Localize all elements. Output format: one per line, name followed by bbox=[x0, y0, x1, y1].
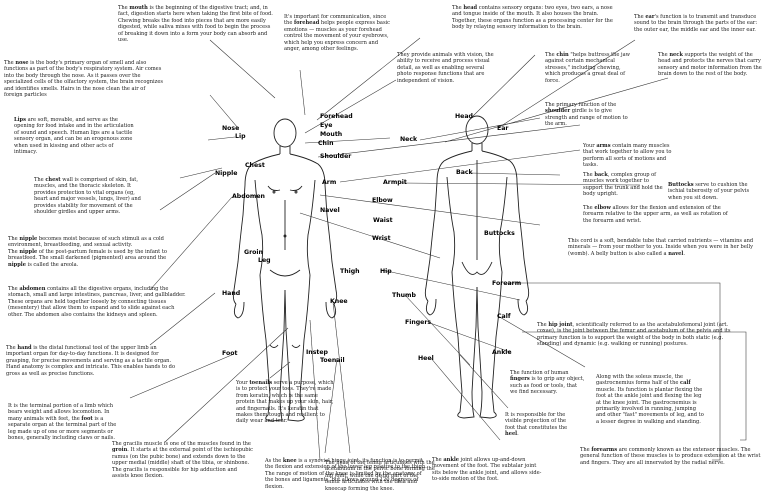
label-forearm: Forearm bbox=[492, 280, 522, 287]
label-nose: Nose bbox=[222, 125, 240, 132]
label-neck: Neck bbox=[400, 136, 418, 143]
label-heel: Heel bbox=[418, 355, 434, 362]
note-nose: The nose is the body's primary organ of … bbox=[4, 60, 163, 99]
note-forehead: It's important for communication, since … bbox=[284, 14, 391, 53]
label-toenail: Toenail bbox=[320, 357, 345, 364]
label-thigh: Thigh bbox=[340, 268, 360, 275]
back-body-outline bbox=[424, 115, 530, 419]
label-buttocks: Buttocks bbox=[484, 230, 515, 237]
note-neck: The neck supports the weight of the head… bbox=[658, 52, 762, 78]
note-back: The back, complex group of muscles work … bbox=[583, 172, 663, 198]
label-ankle: Ankle bbox=[492, 349, 512, 356]
note-lips: Lips are soft, movable, and serve as the… bbox=[14, 117, 134, 156]
label-ear: Ear bbox=[497, 125, 509, 132]
note-eye: They provide animals with vision, the ab… bbox=[397, 52, 494, 84]
label-chest: Chest bbox=[245, 162, 265, 169]
note-shoulder: The primary function of the shoulder gir… bbox=[545, 102, 628, 128]
note-heel: It is responsible for the visible projec… bbox=[505, 412, 568, 438]
front-body-outline bbox=[232, 118, 338, 422]
label-eye: Eye bbox=[320, 122, 333, 129]
note-foot: It is the terminal portion of a limb whi… bbox=[8, 403, 117, 442]
label-wrist: Wrist bbox=[372, 235, 391, 242]
label-shoulder: Shoulder bbox=[320, 153, 352, 160]
label-back: Back bbox=[456, 169, 473, 176]
label-fingers: Fingers bbox=[405, 319, 432, 326]
label-abdomen: Abdomen bbox=[232, 193, 265, 200]
label-lip: Lip bbox=[235, 133, 246, 140]
note-nipple: The nipple becomes moist because of such… bbox=[8, 236, 167, 268]
label-nipple: Nipple bbox=[215, 170, 238, 177]
connector-lines bbox=[129, 37, 747, 461]
label-calf: Calf bbox=[497, 313, 511, 320]
note-chest: The chest wall is comprised of skin, fat… bbox=[34, 177, 141, 216]
label-mouth: Mouth bbox=[320, 131, 343, 138]
label-leg: Leg bbox=[258, 257, 271, 264]
note-buttocks: Buttocks serve to cushion the ischial tu… bbox=[668, 182, 750, 201]
label-hip: Hip bbox=[380, 268, 392, 275]
label-head: Head bbox=[455, 113, 473, 120]
note-fingers: The function of human fingers is to grip… bbox=[510, 370, 585, 396]
label-foot: Foot bbox=[222, 350, 238, 357]
note-navel: This cord is a soft, bendable tube that … bbox=[568, 238, 754, 257]
note-groin: The gracilis muscle is one of the muscle… bbox=[112, 441, 254, 480]
label-waist: Waist bbox=[373, 217, 393, 224]
label-armpit: Armpit bbox=[383, 179, 407, 186]
note-chin: The chin "helps buttress the jaw against… bbox=[545, 52, 631, 84]
label-elbow: Elbow bbox=[372, 197, 393, 204]
label-thumb: Thumb bbox=[392, 292, 416, 299]
note-hand: The hand is the distal functional tool o… bbox=[6, 345, 176, 377]
label-forehead: Forehead bbox=[320, 113, 353, 120]
label-chin: Chin bbox=[318, 140, 334, 147]
note-head: The head contains sensory organs: two ey… bbox=[452, 5, 613, 31]
note-hip: The hip joint, scientifically referred t… bbox=[537, 322, 731, 348]
note-calf: Along with the soleus muscle, the gastro… bbox=[596, 374, 704, 425]
label-knee: Knee bbox=[330, 298, 348, 305]
label-arm: Arm bbox=[322, 179, 337, 186]
note-mouth: The mouth is the beginning of the digest… bbox=[118, 5, 273, 44]
label-hand: Hand bbox=[222, 290, 241, 297]
note-toenails: Your toenails serve a purpose, which is … bbox=[236, 380, 334, 425]
note-elbow: The elbow allows for the flexion and ext… bbox=[583, 205, 728, 224]
note-forearm: The forearms are commonly known as the e… bbox=[580, 447, 761, 466]
note-ear: The ear's function is to transmit and tr… bbox=[634, 14, 758, 33]
label-instep: Instep bbox=[306, 349, 328, 356]
label-navel: Navel bbox=[320, 207, 340, 214]
note-thigh: The head of the femur articulates with t… bbox=[325, 460, 435, 492]
note-knee: As the knee is a synovial hinge joint, i… bbox=[265, 458, 427, 490]
label-groin: Groin bbox=[244, 249, 263, 256]
note-ankle: The ankle joint allows up-and-down movem… bbox=[432, 457, 542, 483]
note-arms: Your arms contain many muscles that work… bbox=[583, 143, 672, 169]
note-abdomen: The abdomen contains all the digestive o… bbox=[8, 286, 186, 318]
